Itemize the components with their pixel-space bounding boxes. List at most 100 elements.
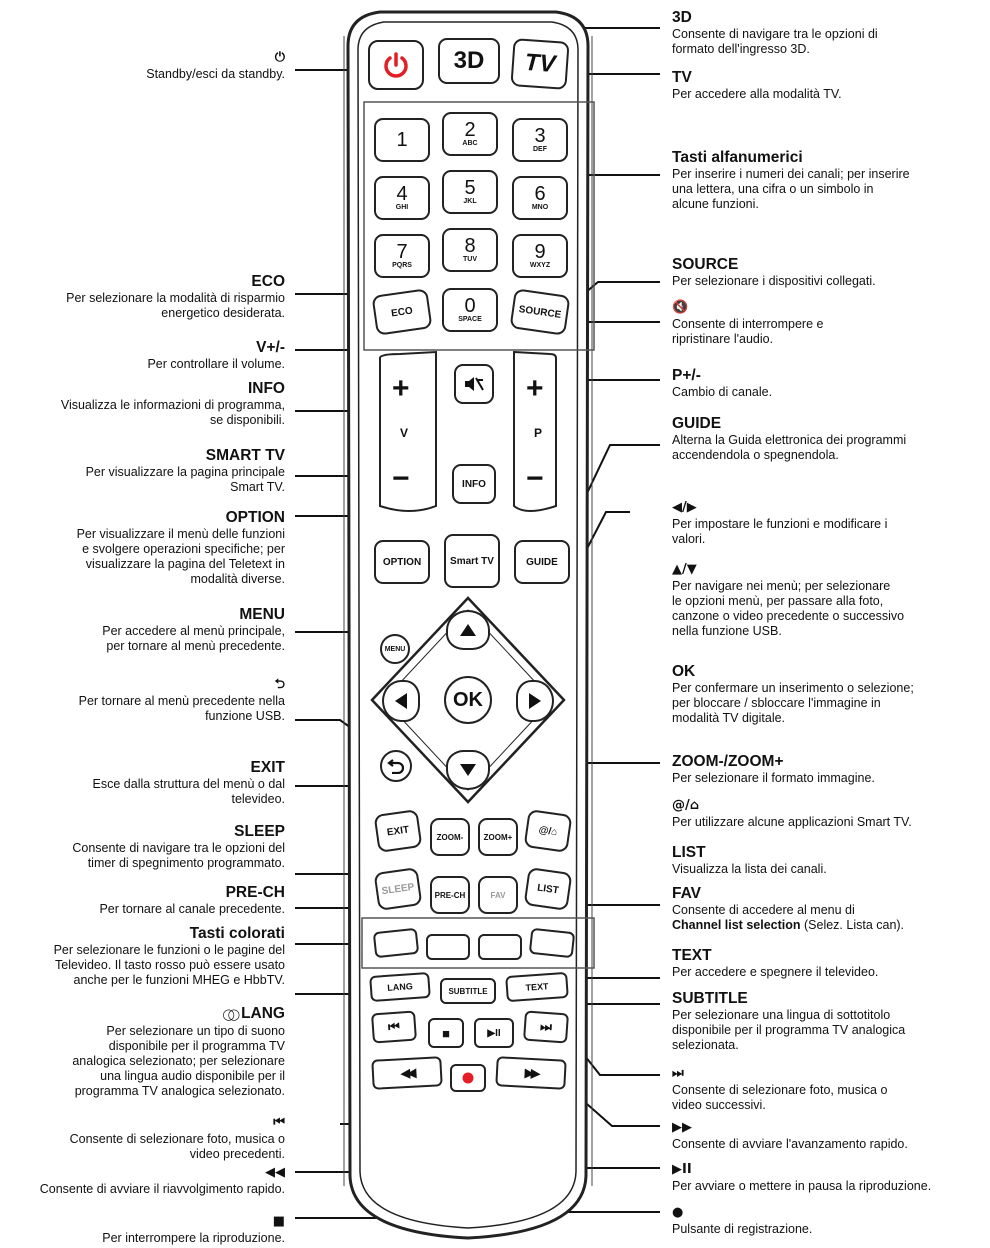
lang-button[interactable]: LANG — [369, 971, 431, 1003]
menu-button[interactable]: MENU — [380, 634, 410, 664]
prech-label: PRE-CH — [434, 890, 466, 900]
prech-button[interactable]: PRE-CH — [430, 876, 470, 914]
zoom-minus-button[interactable]: ZOOM- — [430, 818, 470, 856]
power-icon — [384, 52, 408, 78]
zoom-plus-label: ZOOM+ — [483, 832, 513, 842]
up-button[interactable] — [446, 610, 490, 650]
3d-button-label: 3D — [453, 47, 485, 74]
list-button[interactable]: LIST — [523, 867, 573, 911]
exit-button[interactable]: EXIT — [373, 809, 423, 853]
annotation-volume-title: V+/- — [256, 339, 285, 356]
3d-button[interactable]: 3D — [438, 38, 500, 84]
tv-button[interactable]: TV — [510, 38, 570, 90]
blue-key[interactable] — [528, 927, 576, 959]
info-button[interactable]: INFO — [452, 464, 496, 504]
smart-apps-button[interactable]: @/⌂ — [523, 809, 573, 853]
record-button[interactable] — [450, 1064, 486, 1092]
volume-rocker — [379, 350, 437, 512]
annotation-text-description: Per accedere e spegnere il televideo. — [672, 965, 879, 979]
annotation-prog: P+/-Cambio di canale. — [672, 366, 987, 400]
lang-label: LANG — [386, 981, 414, 993]
num-2-label: 2 — [464, 119, 476, 141]
annotation-ff-title: ▶▶ — [672, 1120, 692, 1135]
annotation-record-description: Pulsante di registrazione. — [672, 1222, 813, 1236]
guide-button[interactable]: GUIDE — [514, 540, 570, 584]
num-0-sub: SPACE — [458, 316, 482, 323]
mute-button[interactable] — [454, 364, 494, 404]
annotation-ok-title: OK — [672, 663, 696, 680]
annotation-prev-description: Consente di selezionare foto, musica o v… — [69, 1132, 285, 1161]
prev-button[interactable]: ⏮ — [371, 1010, 417, 1044]
annotation-stop-description: Per interrompere la riproduzione. — [102, 1231, 285, 1245]
fav-button[interactable]: FAV — [478, 876, 518, 914]
annotation-info-title: INFO — [247, 380, 285, 397]
annotation-prech-title: PRE-CH — [225, 884, 285, 901]
record-icon — [462, 1072, 474, 1084]
volume-up-button[interactable]: + — [392, 372, 410, 405]
down-button[interactable] — [446, 750, 490, 790]
green-key[interactable] — [426, 934, 470, 960]
annotation-colors-title: Tasti colorati — [189, 925, 285, 942]
power-button[interactable] — [368, 40, 424, 90]
annotation-colors-description: Per selezionare le funzioni o le pagine … — [53, 943, 285, 987]
list-label: LIST — [536, 882, 560, 896]
rewind-button[interactable]: ◀◀ — [371, 1056, 443, 1090]
eco-label: ECO — [390, 305, 414, 319]
eco-button[interactable]: ECO — [371, 288, 433, 336]
red-key[interactable] — [372, 927, 420, 959]
stop-button[interactable]: ■ — [428, 1018, 464, 1048]
annotation-volume-description: Per controllare il volume. — [147, 357, 285, 371]
annotation-next-description: Consente di selezionare foto, musica o v… — [672, 1083, 888, 1112]
playpause-button[interactable]: ▶II — [474, 1018, 514, 1048]
text-button[interactable]: TEXT — [505, 971, 569, 1003]
fastforward-button[interactable]: ▶▶ — [495, 1056, 567, 1090]
volume-down-button[interactable]: − — [392, 462, 410, 495]
option-button[interactable]: OPTION — [374, 540, 430, 584]
sleep-button[interactable]: SLEEP — [373, 867, 423, 911]
smarttv-button[interactable]: Smart TV — [444, 534, 500, 588]
annotation-list-description: Visualizza la lista dei canali. — [672, 862, 827, 876]
info-label: INFO — [462, 478, 486, 490]
annotation-leftright: ◀/▶Per impostare le funzioni e modificar… — [672, 498, 987, 547]
num-8-sub: TUV — [463, 256, 477, 263]
subtitle-button[interactable]: SUBTITLE — [440, 978, 496, 1004]
annotation-tv-description: Per accedere alla modalità TV. — [672, 87, 842, 101]
program-down-button[interactable]: − — [526, 462, 544, 495]
yellow-key[interactable] — [478, 934, 522, 960]
annotation-ff: ▶▶Consente di avviare l'avanzamento rapi… — [672, 1118, 987, 1152]
num-7-sub: PQRS — [392, 262, 412, 269]
next-button[interactable]: ⏭ — [523, 1010, 569, 1044]
right-button[interactable] — [516, 680, 554, 722]
prev-icon: ⏮ — [387, 1018, 401, 1035]
zoom-plus-button[interactable]: ZOOM+ — [478, 818, 518, 856]
back-button[interactable] — [380, 750, 412, 782]
annotation-updown: ▲/▼Per navigare nei menù; per selezionar… — [672, 560, 987, 639]
source-button[interactable]: SOURCE — [509, 288, 571, 336]
annotation-stop: ■Per interrompere la riproduzione. — [20, 1212, 285, 1246]
annotation-prev-title: ⏮ — [273, 1115, 285, 1130]
num-1-button[interactable]: 1 — [374, 118, 430, 162]
program-up-button[interactable]: + — [526, 372, 544, 405]
subtitle-label: SUBTITLE — [448, 986, 488, 996]
tv-button-label: TV — [523, 48, 557, 79]
annotation-list-title: LIST — [672, 844, 706, 861]
annotation-info-description: Visualizza le informazioni di programma,… — [60, 398, 285, 427]
left-button[interactable] — [382, 680, 420, 722]
annotation-exit-title: EXIT — [250, 759, 285, 776]
annotation-smarttv-title: SMART TV — [205, 447, 285, 464]
fav-label: FAV — [490, 890, 506, 900]
annotation-sleep-description: Consente di navigare tra le opzioni del … — [72, 841, 285, 870]
ok-button[interactable]: OK — [444, 676, 492, 724]
annotation-back-title: ⮌ — [274, 677, 285, 692]
